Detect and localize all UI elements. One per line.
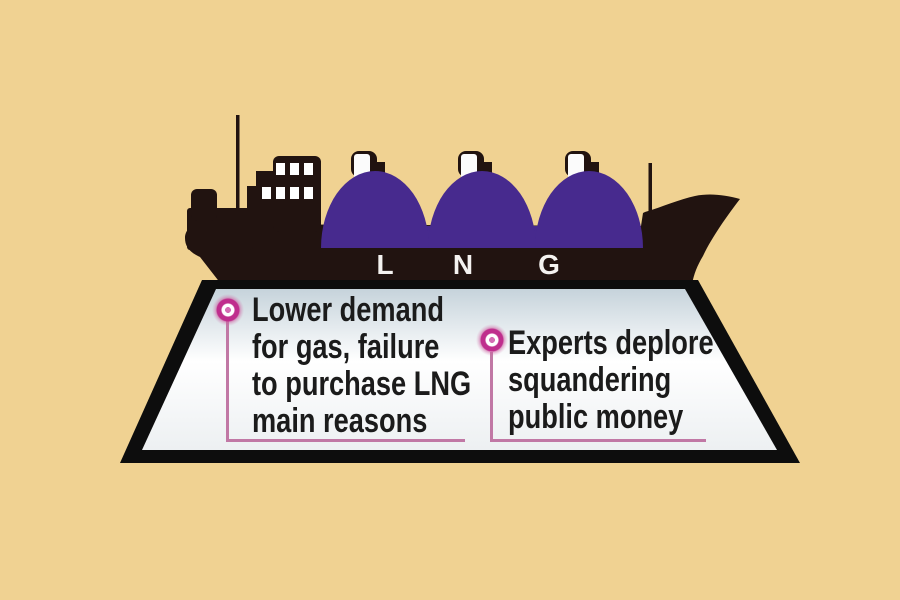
ship-bow-mast (648, 163, 652, 218)
lng-tank-dome (321, 171, 429, 248)
callout-connector-line (226, 320, 465, 442)
ship-superstructure-step (256, 171, 276, 231)
lng-tank-dome (535, 171, 643, 248)
ship-window (304, 163, 313, 175)
ship-funnel (191, 189, 217, 221)
ship-window (276, 187, 285, 199)
bullet-ring-icon (212, 294, 244, 326)
callout-line: public money (508, 398, 684, 436)
ship-window (290, 163, 299, 175)
callout-connector-line (490, 352, 706, 442)
ship-name-letter: L (376, 249, 393, 280)
ship-stern-mast (236, 115, 240, 210)
lng-tank-dome (428, 171, 536, 248)
info-panel (120, 280, 800, 463)
ship-window (262, 187, 271, 199)
tank-vent-icon (565, 151, 599, 180)
callout-line: Lower demand (252, 291, 444, 329)
callout-text-lower-demand: Lower demand for gas, failure to purchas… (252, 292, 471, 440)
ship-name-label: L N G (376, 249, 559, 280)
lng-tanks (321, 151, 643, 248)
ship-name-letter: G (538, 249, 560, 280)
ship-window (276, 163, 285, 175)
callout-line: to purchase LNG (252, 365, 472, 403)
bullet-ring-icon (476, 324, 508, 356)
ship-name-letter: N (453, 249, 473, 280)
callout-line: main reasons (252, 402, 428, 440)
callout-text-experts-deplore: Experts deplore squandering public money (508, 325, 714, 436)
ship-window (290, 187, 299, 199)
callout-line: for gas, failure (252, 328, 440, 366)
ship-window (304, 187, 313, 199)
info-panel-surface (142, 289, 777, 450)
callout-line: squandering (508, 361, 672, 399)
callout-line: Experts deplore (508, 324, 714, 362)
